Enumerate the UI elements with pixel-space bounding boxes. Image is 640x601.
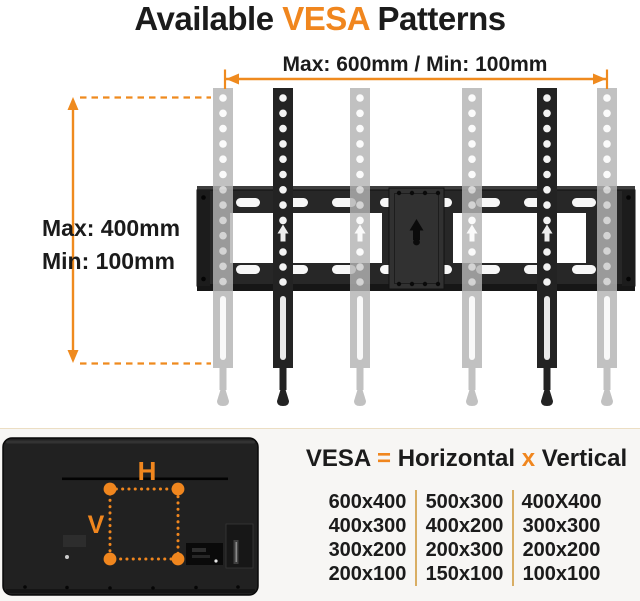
- horizontal-dimension-arrow: [223, 69, 609, 89]
- keyhole-arrow-icon: [409, 219, 424, 246]
- vesa-size: 150x100: [425, 563, 504, 585]
- vesa-rail-solid-left: [273, 88, 293, 406]
- tv-horizontal-h-label: H: [137, 456, 157, 486]
- formula-horizontal: Horizontal: [397, 445, 516, 472]
- center-bracket-plate: [388, 187, 445, 290]
- vesa-size: 300x300: [522, 515, 601, 537]
- tv-label-chip: [63, 535, 86, 547]
- vesa-table-column-1: 600x400 400x300 300x200 200x100: [320, 490, 415, 586]
- vesa-size: 500x300: [425, 491, 504, 513]
- tv-groove-line: [62, 477, 228, 481]
- vesa-hole-square: [103, 482, 185, 566]
- page-title: Available VESA Patterns: [0, 0, 640, 38]
- tv-back-panel: [2, 437, 259, 596]
- title-highlight-vesa: VESA: [282, 0, 369, 37]
- vertical-max-label: Max: 400mm: [42, 215, 181, 241]
- vesa-rail-ghost-right-outer: [597, 88, 617, 406]
- vesa-size: 300x200: [328, 539, 407, 561]
- title-part1: Available: [134, 0, 274, 37]
- vesa-formula: VESA = Horizontal x Vertical: [293, 445, 640, 473]
- tv-vertical-v-label: V: [87, 511, 105, 539]
- vesa-rail-ghost-right-inner: [462, 88, 482, 406]
- tv-bottom-screws: [23, 585, 240, 590]
- vesa-size: 200x300: [425, 539, 504, 561]
- vertical-dimension-label: Max: 400mm Min: 100mm: [42, 212, 180, 278]
- vesa-size: 100x100: [522, 563, 601, 585]
- vesa-size: 400x300: [328, 515, 407, 537]
- vesa-rail-ghost-left-inner: [350, 88, 370, 406]
- vesa-table-column-2: 500x300 400x200 200x300 150x100: [415, 490, 514, 586]
- vesa-size: 200x200: [522, 539, 601, 561]
- vesa-pattern-table: 600x400 400x300 300x200 200x100 500x300 …: [320, 490, 609, 586]
- vesa-rail-ghost-left-outer: [213, 88, 233, 406]
- vertical-dimension-arrow: [67, 96, 211, 365]
- vertical-min-label: Min: 100mm: [42, 248, 175, 274]
- formula-times: x: [521, 445, 536, 472]
- tv-side-port-panel: [225, 523, 254, 569]
- title-part2: Patterns: [377, 0, 507, 37]
- formula-equals: =: [377, 445, 392, 472]
- tv-port-panel: [186, 543, 223, 565]
- formula-vertical: Vertical: [541, 445, 628, 472]
- vesa-table-column-3: 400X400 300x300 200x200 100x100: [514, 490, 609, 586]
- formula-vesa: VESA: [305, 445, 371, 472]
- vesa-size: 200x100: [328, 563, 407, 585]
- vesa-size: 400X400: [521, 491, 602, 513]
- horizontal-dimension-label: Max: 600mm / Min: 100mm: [282, 53, 548, 76]
- vesa-size: 600x400: [328, 491, 407, 513]
- vesa-size: 400x200: [425, 515, 504, 537]
- vesa-rail-solid-right: [537, 88, 557, 406]
